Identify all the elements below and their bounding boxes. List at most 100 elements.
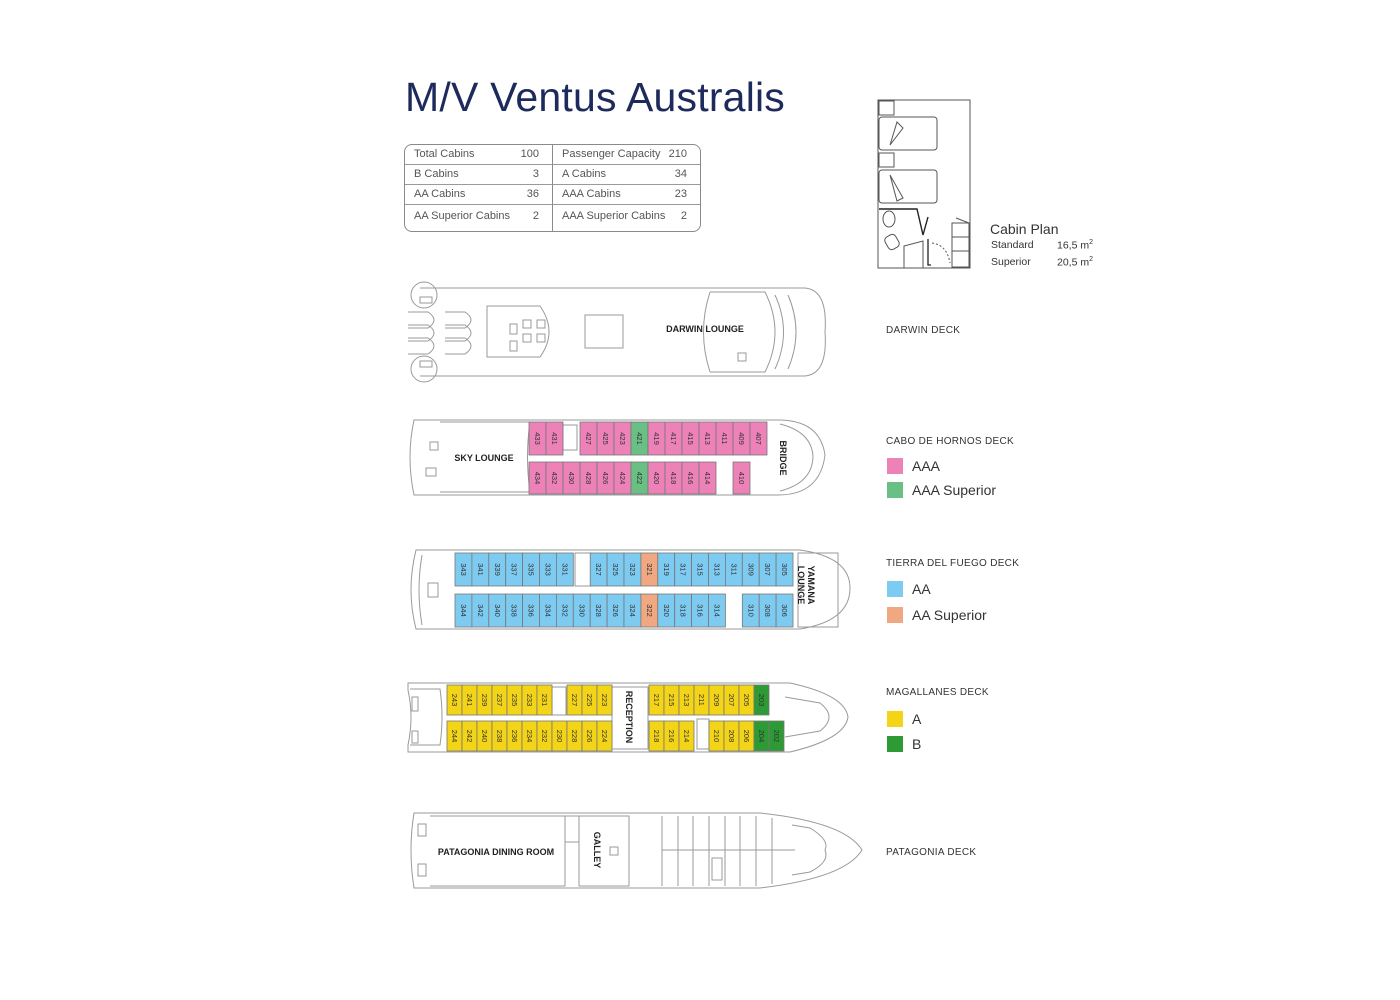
cabin-244[interactable]: 244 bbox=[446, 720, 463, 752]
cabin-209[interactable]: 209 bbox=[708, 684, 725, 716]
cabin-238[interactable]: 238 bbox=[491, 720, 508, 752]
cabin-cell[interactable] bbox=[749, 421, 768, 456]
cabin-418[interactable]: 418 bbox=[664, 461, 683, 495]
cabin-311[interactable]: 311 bbox=[724, 552, 743, 587]
cabin-cell[interactable] bbox=[678, 720, 695, 752]
cabin-313[interactable]: 313 bbox=[708, 552, 726, 587]
cabin-433[interactable]: 433 bbox=[528, 421, 547, 456]
cabin-421[interactable]: 421 bbox=[630, 421, 649, 456]
cabin-204[interactable]: 204 bbox=[753, 720, 770, 752]
cabin-cell[interactable] bbox=[596, 684, 613, 716]
cabin-235[interactable]: 235 bbox=[506, 684, 523, 716]
cabin-409[interactable]: 409 bbox=[732, 421, 751, 456]
cabin-226[interactable]: 226 bbox=[581, 720, 598, 752]
cabin-430[interactable]: 430 bbox=[562, 461, 581, 495]
cabin-242[interactable]: 242 bbox=[461, 720, 478, 752]
cabin-420[interactable]: 420 bbox=[647, 461, 666, 495]
cabin-cell[interactable] bbox=[768, 720, 785, 752]
cabin-224[interactable]: 224 bbox=[596, 720, 613, 752]
cabin-434[interactable]: 434 bbox=[528, 461, 547, 495]
cabin-310[interactable]: 310 bbox=[741, 593, 760, 628]
cabin-413[interactable]: 413 bbox=[698, 421, 717, 456]
cabin-202[interactable]: 202 bbox=[768, 720, 785, 752]
cabin-307[interactable]: 307 bbox=[758, 552, 777, 587]
cabin-239[interactable]: 239 bbox=[476, 684, 493, 716]
cabin-305[interactable]: 305 bbox=[775, 552, 794, 587]
cabin-333[interactable]: 333 bbox=[539, 552, 557, 587]
cabin-236[interactable]: 236 bbox=[506, 720, 523, 752]
cabin-203[interactable]: 203 bbox=[753, 684, 770, 716]
cabin-432[interactable]: 432 bbox=[545, 461, 564, 495]
cabin-334[interactable]: 334 bbox=[539, 593, 557, 628]
cabin-210[interactable]: 210 bbox=[708, 720, 725, 752]
cabin-317[interactable]: 317 bbox=[674, 552, 693, 587]
cabin-232[interactable]: 232 bbox=[536, 720, 553, 752]
cabin-217[interactable]: 217 bbox=[648, 684, 665, 716]
cabin-309[interactable]: 309 bbox=[741, 552, 760, 587]
cabin-343[interactable]: 343 bbox=[454, 552, 473, 587]
cabin-243[interactable]: 243 bbox=[446, 684, 463, 716]
cabin-225[interactable]: 225 bbox=[581, 684, 598, 716]
cabin-320[interactable]: 320 bbox=[657, 593, 676, 628]
cabin-341[interactable]: 341 bbox=[471, 552, 490, 587]
cabin-cell[interactable] bbox=[732, 461, 751, 495]
cabin-cell[interactable] bbox=[708, 593, 726, 628]
cabin-207[interactable]: 207 bbox=[723, 684, 740, 716]
cabin-424[interactable]: 424 bbox=[613, 461, 632, 495]
cabin-206[interactable]: 206 bbox=[738, 720, 755, 752]
cabin-cell[interactable] bbox=[545, 421, 564, 456]
cabin-cell[interactable] bbox=[775, 552, 794, 587]
cabin-425[interactable]: 425 bbox=[596, 421, 615, 456]
cabin-214[interactable]: 214 bbox=[678, 720, 695, 752]
cabin-215[interactable]: 215 bbox=[663, 684, 680, 716]
cabin-325[interactable]: 325 bbox=[606, 552, 625, 587]
cabin-340[interactable]: 340 bbox=[488, 593, 507, 628]
cabin-237[interactable]: 237 bbox=[491, 684, 508, 716]
cabin-cell[interactable] bbox=[775, 593, 794, 628]
cabin-415[interactable]: 415 bbox=[681, 421, 700, 456]
cabin-319[interactable]: 319 bbox=[657, 552, 676, 587]
cabin-cell[interactable] bbox=[536, 684, 553, 716]
cabin-431[interactable]: 431 bbox=[545, 421, 564, 456]
cabin-306[interactable]: 306 bbox=[775, 593, 794, 628]
cabin-208[interactable]: 208 bbox=[723, 720, 740, 752]
cabin-223[interactable]: 223 bbox=[596, 684, 613, 716]
cabin-205[interactable]: 205 bbox=[738, 684, 755, 716]
cabin-414[interactable]: 414 bbox=[698, 461, 717, 495]
cabin-419[interactable]: 419 bbox=[647, 421, 666, 456]
cabin-230[interactable]: 230 bbox=[551, 720, 568, 752]
cabin-308[interactable]: 308 bbox=[758, 593, 777, 628]
cabin-416[interactable]: 416 bbox=[681, 461, 700, 495]
cabin-231[interactable]: 231 bbox=[536, 684, 553, 716]
cabin-240[interactable]: 240 bbox=[476, 720, 493, 752]
cabin-331[interactable]: 331 bbox=[555, 552, 574, 587]
cabin-407[interactable]: 407 bbox=[749, 421, 768, 456]
cabin-335[interactable]: 335 bbox=[522, 552, 540, 587]
cabin-417[interactable]: 417 bbox=[664, 421, 683, 456]
cabin-315[interactable]: 315 bbox=[691, 552, 709, 587]
cabin-338[interactable]: 338 bbox=[505, 593, 523, 628]
cabin-337[interactable]: 337 bbox=[505, 552, 523, 587]
cabin-328[interactable]: 328 bbox=[589, 593, 608, 628]
cabin-cell[interactable] bbox=[698, 461, 717, 495]
cabin-426[interactable]: 426 bbox=[596, 461, 615, 495]
cabin-322[interactable]: 322 bbox=[640, 593, 659, 628]
cabin-323[interactable]: 323 bbox=[623, 552, 642, 587]
cabin-327[interactable]: 327 bbox=[589, 552, 608, 587]
cabin-316[interactable]: 316 bbox=[691, 593, 709, 628]
cabin-318[interactable]: 318 bbox=[674, 593, 693, 628]
cabin-241[interactable]: 241 bbox=[461, 684, 478, 716]
cabin-324[interactable]: 324 bbox=[623, 593, 642, 628]
cabin-216[interactable]: 216 bbox=[663, 720, 680, 752]
cabin-344[interactable]: 344 bbox=[454, 593, 473, 628]
cabin-422[interactable]: 422 bbox=[630, 461, 649, 495]
cabin-423[interactable]: 423 bbox=[613, 421, 632, 456]
cabin-427[interactable]: 427 bbox=[579, 421, 598, 456]
cabin-cell[interactable] bbox=[596, 720, 613, 752]
cabin-339[interactable]: 339 bbox=[488, 552, 507, 587]
cabin-233[interactable]: 233 bbox=[521, 684, 538, 716]
cabin-326[interactable]: 326 bbox=[606, 593, 625, 628]
cabin-332[interactable]: 332 bbox=[555, 593, 574, 628]
cabin-228[interactable]: 228 bbox=[566, 720, 583, 752]
cabin-213[interactable]: 213 bbox=[678, 684, 695, 716]
